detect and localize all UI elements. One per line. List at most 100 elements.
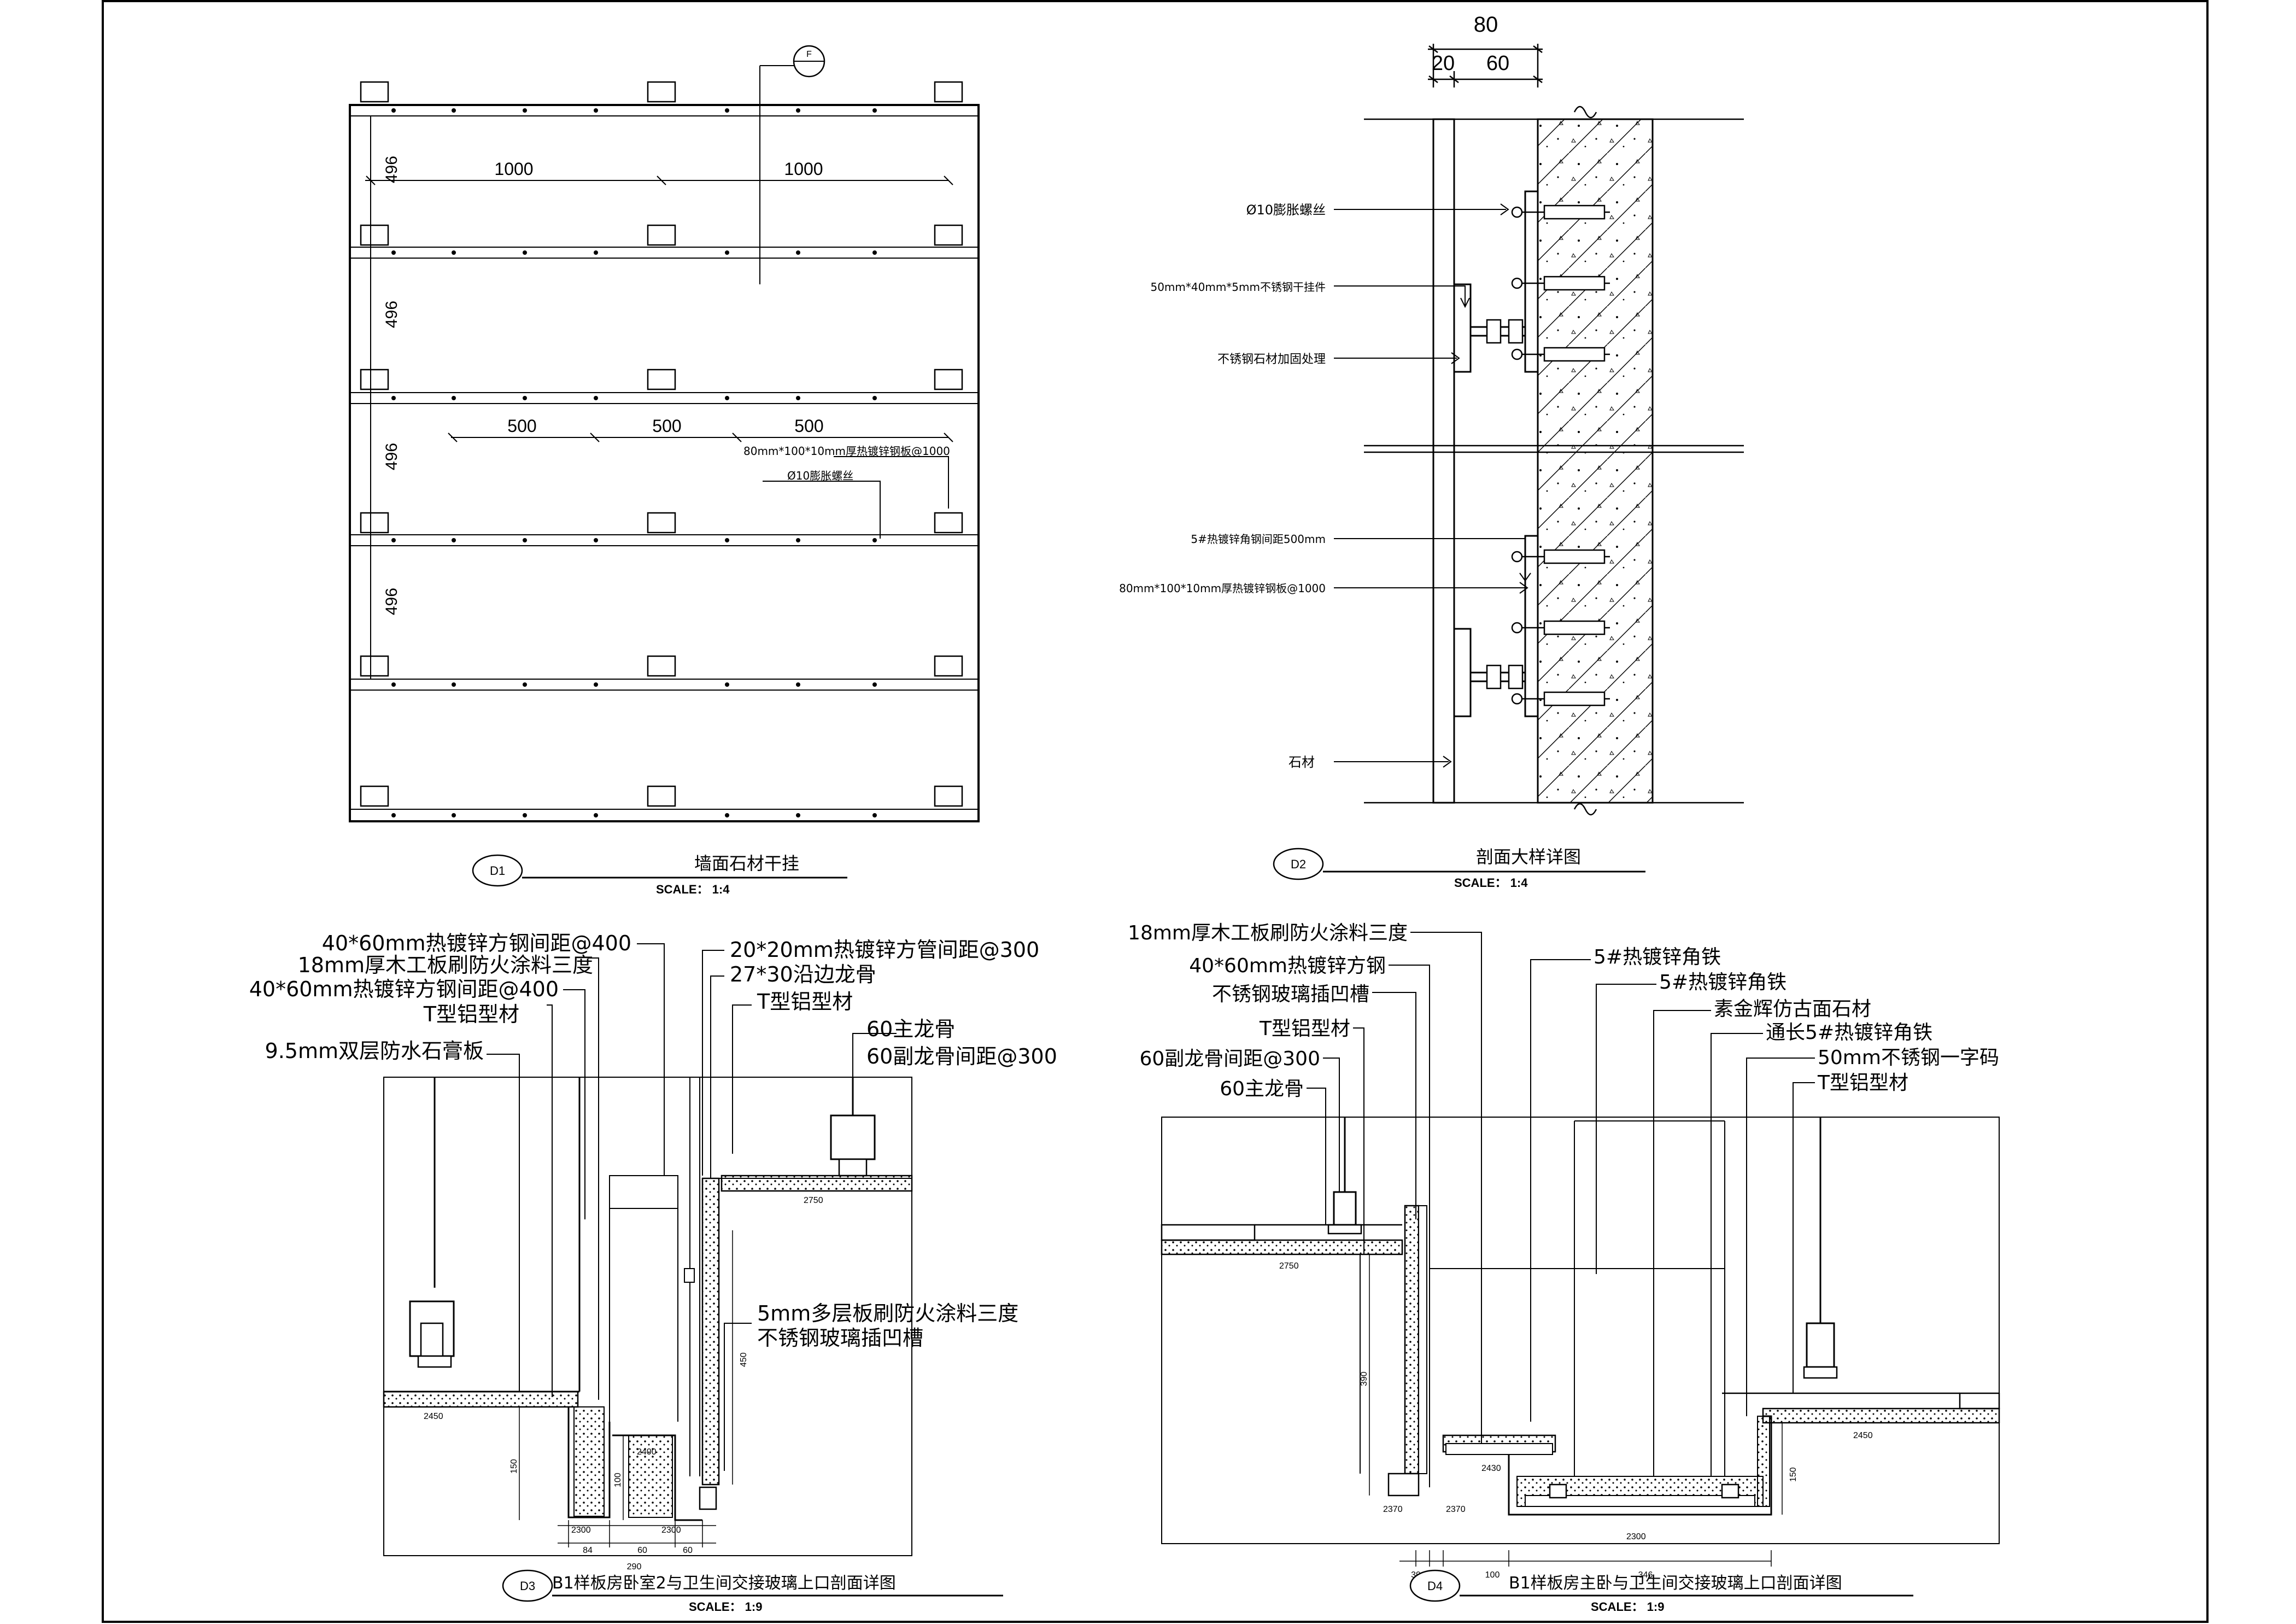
d2-anchor-bolts [1511,205,1610,706]
d3-scale: SCALE： 1:9 [689,1600,762,1614]
d1-dim-500-b: 500 [652,416,681,436]
d3-dim-150: 150 [509,1459,519,1474]
d3-dim-60-b: 60 [683,1546,693,1555]
d4-title-block: D4 B1样板房主卧与卫生间交接玻璃上口剖面详图 SCALE： 1:9 [1409,1569,1913,1614]
d4-note-sub-keel: 60副龙骨间距@300 [1139,1048,1320,1070]
d3-note-plywood: 18mm厚木工板刷防火涂料三度 [298,953,593,977]
d3-level-marks: 2750 2450 2400 2300 2300 84 60 60 290 15… [424,1196,823,1572]
d2-dim-total: 80 [1474,13,1498,37]
d2-section [1364,106,1744,816]
sheet-border [102,0,2209,1623]
d3-level-2450: 2450 [424,1412,443,1421]
d3-tag: D3 [520,1579,535,1593]
d1-row-dim-4: 496 [383,588,401,615]
d2-dim-a: 20 [1432,52,1455,75]
d3-note-gypsum: 9.5mm双层防水石膏板 [265,1039,484,1063]
d4-note-angle-long: 通长5#热镀锌角铁 [1766,1021,1932,1044]
d4-scale: SCALE： 1:9 [1591,1600,1664,1614]
d3-note-t-profile: T型铝型材 [423,1002,519,1026]
d4-leaders [1307,932,1815,1476]
d3-note-glass-groove: 不锈钢玻璃插凹槽 [757,1326,923,1350]
d2-dimension-lines [1428,44,1543,87]
d4-level-2750: 2750 [1279,1261,1299,1271]
d3-note-sub-keel: 60副龙骨间距@300 [866,1044,1057,1068]
d3-dimension-lines [519,1230,733,1547]
d1-dimension-lines [365,116,953,679]
d1-title: 墙面石材干挂 [694,853,799,874]
d1-row-dimensions: 496 496 496 496 [383,156,401,615]
d1-anchor-dots [391,108,877,817]
d4-note-t-profile-r: T型铝型材 [1817,1072,1908,1094]
d4-title: B1样板房主卧与卫生间交接玻璃上口剖面详图 [1509,1574,1842,1593]
d4-note-steel: 40*60mm热镀锌方钢 [1189,955,1386,977]
d2-title: 剖面大样详图 [1476,846,1581,867]
d1-title-block: D1 墙面石材干挂 SCALE： 1:4 [472,853,847,896]
d3-section [383,1077,913,1556]
d1-dim-500-c: 500 [794,416,823,436]
d2-leaders [1334,203,1531,768]
d3-dim-450: 450 [739,1352,748,1367]
d3-level-2750: 2750 [804,1196,823,1205]
d4-note-main-keel: 60主龙骨 [1220,1078,1304,1100]
d1-grid-label: F [806,50,812,59]
d4-dim-150: 150 [1789,1467,1798,1482]
d3-note-multilayer: 5mm多层板刷防火涂料三度 [757,1301,1018,1325]
d3-level-2300-a: 2300 [571,1526,591,1535]
d2-title-block: D2 剖面大样详图 SCALE： 1:4 [1273,846,1645,890]
d3-note-tube-300: 20*20mm热镀锌方管间距@300 [730,938,1039,962]
d1-note-steel-plate: 80mm*100*10mm厚热镀锌钢板@1000 [743,445,950,458]
d4-dim-100: 100 [1485,1570,1500,1580]
d1-note-bolt: Ø10膨胀螺丝 [787,469,853,482]
d1-elevation [349,65,980,822]
d2-note-bracket: 50mm*40mm*5mm不锈钢干挂件 [1150,281,1326,294]
d3-note-edge-keel: 27*30沿边龙骨 [730,962,876,986]
d4-level-2300: 2300 [1626,1532,1646,1541]
d4-note-clip: 50mm不锈钢一字码 [1818,1047,1999,1069]
d2-tag: D2 [1291,857,1306,871]
d2-note-bolt: Ø10膨胀螺丝 [1246,202,1326,218]
d2-note-plate: 80mm*100*10mm厚热镀锌钢板@1000 [1119,582,1326,595]
d4-note-angle-b: 5#热镀锌角铁 [1659,971,1787,994]
d4-dimension-lines [1369,1254,1783,1567]
d4-level-2370-a: 2370 [1383,1505,1403,1514]
d3-dim-100: 100 [613,1473,623,1487]
d1-grid-bubble: F [793,45,825,78]
d3-level-2300-b: 2300 [661,1526,681,1535]
d1-dim-1000-b: 1000 [784,159,823,179]
d4-level-2450: 2450 [1853,1431,1873,1440]
d3-dim-84: 84 [583,1546,593,1555]
d4-tag: D4 [1427,1579,1443,1593]
d4-note-plywood: 18mm厚木工板刷防火涂料三度 [1128,922,1408,944]
d3-leaders [487,943,897,1471]
d4-level-marks: 2750 2450 2430 2370 2370 2300 39 39 100 … [1279,1261,1873,1580]
d3-dim-290: 290 [627,1562,642,1572]
d3-dim-60-a: 60 [637,1546,647,1555]
d1-scale: SCALE： 1:4 [656,883,730,896]
d1-dim-1000-a: 1000 [494,159,533,179]
d2-note-stone: 石材 [1288,755,1315,770]
d4-level-2370-b: 2370 [1446,1505,1466,1514]
d2-note-angle: 5#热镀锌角钢间距500mm [1191,533,1326,546]
d2-scale: SCALE： 1:4 [1454,876,1528,890]
d2-note-reinforce: 不锈钢石材加固处理 [1217,353,1326,366]
d4-note-glass-groove: 不锈钢玻璃插凹槽 [1212,983,1369,1006]
d1-row-dim-3: 496 [383,443,401,470]
d4-dim-390: 390 [1360,1371,1369,1386]
d3-note-steel-400-b: 40*60mm热镀锌方钢间距@400 [249,977,559,1001]
d3-note-main-keel: 60主龙骨 [866,1017,955,1041]
d4-note-t-profile: T型铝型材 [1259,1018,1350,1040]
d4-level-2430: 2430 [1481,1464,1501,1473]
d1-dim-500-a: 500 [507,416,536,436]
d3-title: B1样板房卧室2与卫生间交接玻璃上口剖面详图 [552,1574,896,1593]
d3-title-block: D3 B1样板房卧室2与卫生间交接玻璃上口剖面详图 SCALE： 1:9 [502,1569,1003,1614]
d4-note-stone: 素金辉仿古面石材 [1714,998,1871,1020]
d4-note-angle-a: 5#热镀锌角铁 [1594,946,1721,968]
d1-row-dim-2: 496 [383,301,401,328]
d1-row-dim-1: 496 [383,156,401,183]
d1-bracket-plates [360,81,963,807]
d3-level-2400: 2400 [637,1447,657,1457]
d1-tag: D1 [490,864,505,878]
d4-dim-346: 346 [1638,1570,1653,1580]
d3-note-steel-400-a: 40*60mm热镀锌方钢间距@400 [322,931,631,955]
